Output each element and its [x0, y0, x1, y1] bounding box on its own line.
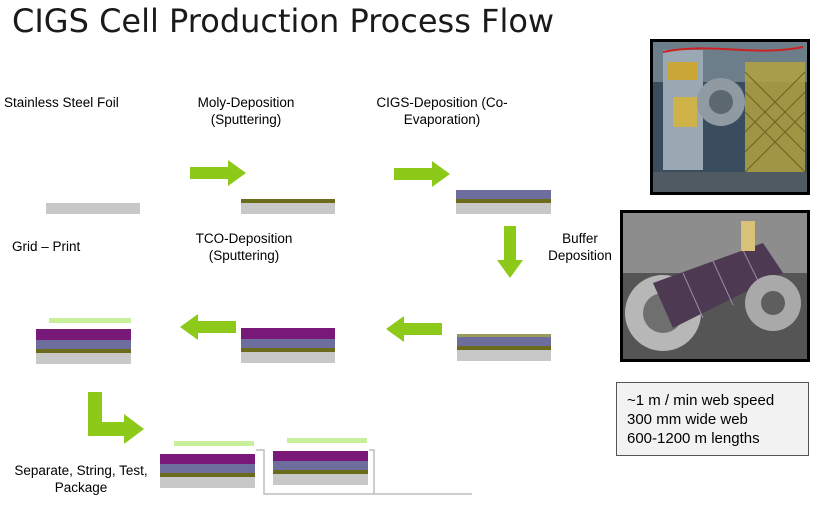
- page-title: CIGS Cell Production Process Flow: [12, 2, 555, 40]
- steel-layer: [36, 353, 131, 364]
- steel-layer: [241, 203, 335, 214]
- moly-layer: [36, 349, 131, 353]
- spec-box: ~1 m / min web speed 300 mm wide web 600…: [616, 382, 809, 456]
- cigs-layer: [273, 461, 368, 470]
- cigs-layer: [457, 337, 551, 346]
- moly-layer: [160, 473, 255, 477]
- steel-layer: [160, 477, 255, 488]
- web-photo: [620, 210, 810, 362]
- steel-layer: [457, 350, 551, 361]
- bend-arrow-icon: [88, 392, 144, 444]
- tco-layer: [273, 451, 368, 461]
- moly-layer: [273, 470, 368, 474]
- buffer-layer: [457, 334, 551, 337]
- step-label-grid: Grid – Print: [12, 239, 81, 254]
- cigs-layer: [160, 464, 255, 473]
- step-label-foil: Stainless Steel Foil: [4, 95, 119, 110]
- down-arrow-icon: [497, 226, 523, 278]
- left-arrow-icon: [180, 314, 236, 340]
- tco-layer: [36, 329, 131, 340]
- steel-layer: [273, 474, 368, 485]
- flexible-cigs-web-roller-photo: [623, 213, 807, 359]
- moly-layer: [241, 348, 335, 352]
- machine-photo: [650, 39, 810, 195]
- spec-line-length: 600-1200 m lengths: [627, 430, 760, 447]
- step-label-moly: Moly-Deposition (Sputtering): [197, 95, 295, 127]
- steel-layer: [241, 352, 335, 363]
- moly-layer: [457, 346, 551, 350]
- spec-line-width: 300 mm wide web: [627, 411, 748, 428]
- steel-layer: [456, 203, 551, 214]
- grid-layer: [287, 438, 367, 443]
- roll-to-roll-deposition-machine-photo: [653, 42, 807, 192]
- right-arrow-icon: [394, 161, 450, 187]
- tco-layer: [241, 328, 335, 339]
- left-arrow-icon: [386, 316, 442, 342]
- moly-layer: [241, 199, 335, 203]
- step-label-buffer: Buffer Deposition: [548, 231, 612, 263]
- grid-layer: [49, 318, 131, 323]
- cigs-layer: [456, 190, 551, 199]
- steel-layer: [46, 203, 140, 214]
- step-label-separate: Separate, String, Test, Package: [14, 463, 148, 495]
- tco-layer: [160, 454, 255, 464]
- moly-layer: [456, 199, 551, 203]
- step-label-tco: TCO-Deposition (Sputtering): [195, 231, 293, 263]
- spec-line-speed: ~1 m / min web speed: [627, 392, 775, 409]
- right-arrow-icon: [190, 160, 246, 186]
- cigs-layer: [241, 339, 335, 348]
- grid-layer: [174, 441, 254, 446]
- cigs-layer: [36, 340, 131, 349]
- step-label-cigs: CIGS-Deposition (Co- Evaporation): [376, 95, 508, 127]
